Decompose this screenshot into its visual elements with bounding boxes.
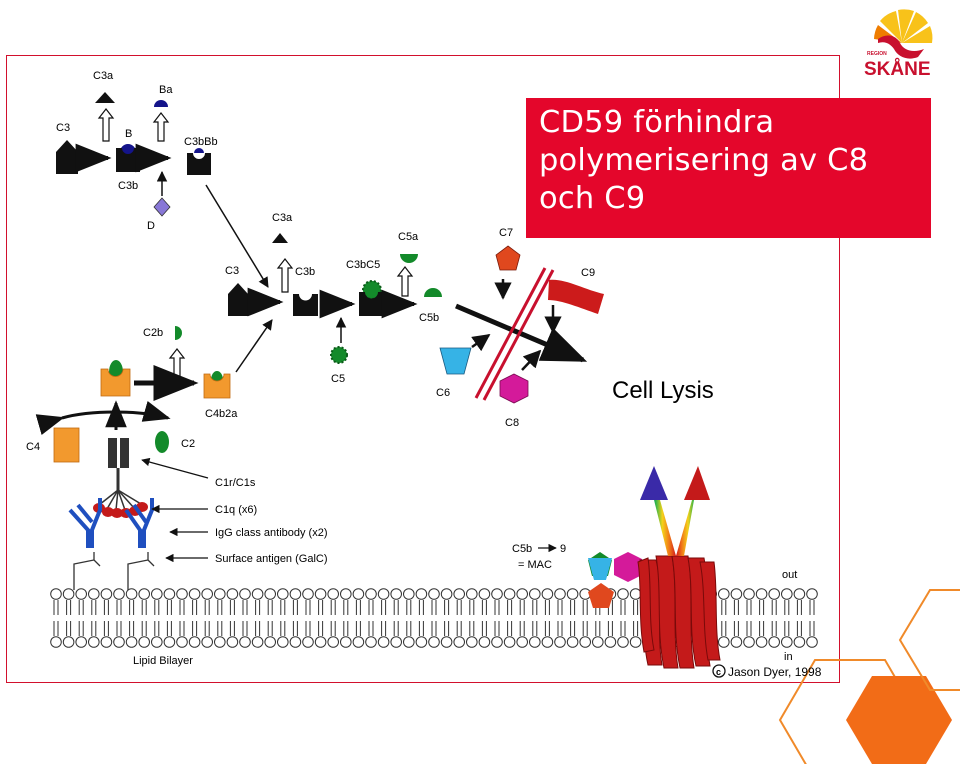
c3-shape-icon xyxy=(56,140,78,174)
up-arrow-icon xyxy=(97,108,115,142)
copyright-credit: c Jason Dyer, 1998 xyxy=(712,664,822,679)
c4-label: C4 xyxy=(26,441,40,453)
c3bbb-label: C3bBb xyxy=(184,136,218,148)
d-label: D xyxy=(147,220,155,232)
callout-line-1: CD59 förhindra xyxy=(539,105,775,140)
classical-pathway: C2b C4b2a C4 C2 xyxy=(26,319,328,590)
copyright-symbol: c xyxy=(716,667,721,677)
up-arrow-icon xyxy=(276,258,294,293)
ba-label: Ba xyxy=(159,84,173,96)
mac-nine-label: 9 xyxy=(560,543,566,555)
mac-pore-icon xyxy=(588,466,721,669)
surface-antigen-label: Surface antigen (GalC) xyxy=(215,553,328,565)
b-label: B xyxy=(125,128,132,140)
callout-line-2: polymerisering av C8 xyxy=(539,143,869,178)
c5-icon xyxy=(330,346,348,364)
c2b-fragment-icon xyxy=(175,326,182,340)
factor-d-icon xyxy=(153,197,171,217)
in-label: in xyxy=(784,651,793,663)
igg-antibody-icon xyxy=(68,498,154,548)
igg-label: IgG class antibody (x2) xyxy=(215,527,328,539)
c3b-cup-icon xyxy=(116,148,140,172)
callout-line-3: och C9 xyxy=(539,181,646,216)
c3a-top-label: C3a xyxy=(93,70,114,82)
c2-label: C2 xyxy=(181,438,195,450)
up-arrow-icon xyxy=(152,112,170,142)
c4b2a-convertase-icon xyxy=(203,373,231,399)
c7-label: C7 xyxy=(499,227,513,239)
up-arrow-icon xyxy=(396,266,414,297)
c2b-label: C2b xyxy=(143,327,163,339)
c9-strip-icon xyxy=(548,279,604,314)
credit-label: Jason Dyer, 1998 xyxy=(728,665,822,679)
c3-top-label: C3 xyxy=(56,122,70,134)
ba-fragment-icon xyxy=(154,100,168,107)
region-skane-logo: REGION SKÅNE xyxy=(864,9,933,80)
c3bbb-convertase-icon xyxy=(187,153,211,175)
c3-shape-icon xyxy=(228,283,248,316)
c5a-fragment-icon xyxy=(400,254,418,263)
c5b-fragment-icon xyxy=(424,288,442,297)
logo-sunburst-icon xyxy=(874,9,933,59)
mac-equals-label: = MAC xyxy=(518,559,552,571)
up-arrow-icon xyxy=(168,348,186,379)
c6-shape-icon xyxy=(439,347,472,375)
c7-pentagon-icon xyxy=(495,245,521,271)
mac-c5b-label: C5b xyxy=(512,543,532,555)
c4-block-icon xyxy=(53,427,80,463)
mac-label-group: C5b 9 = MAC xyxy=(512,543,566,571)
lipid-bilayer-label: Lipid Bilayer xyxy=(133,655,193,667)
c3b-mid-label: C3b xyxy=(295,266,315,278)
c6-label: C6 xyxy=(436,387,450,399)
c4b2a-label: C4b2a xyxy=(205,408,238,420)
c2-icon xyxy=(155,431,169,453)
c3a-triangle-icon xyxy=(95,92,115,103)
c3b-cup-icon xyxy=(293,294,318,316)
lipid-bilayer xyxy=(50,588,818,648)
hexagon-decoration xyxy=(778,589,960,764)
cell-lysis-label: Cell Lysis xyxy=(612,377,714,404)
c3a-triangle-icon xyxy=(272,233,288,243)
c8-hexagon-icon xyxy=(499,373,529,404)
c3a-mid-label: C3a xyxy=(272,212,293,224)
c1q-label: C1q (x6) xyxy=(215,504,257,516)
c9-label: C9 xyxy=(581,267,595,279)
c5a-label: C5a xyxy=(398,231,419,243)
c3bc5-label: C3bC5 xyxy=(346,259,380,271)
out-label: out xyxy=(782,569,797,581)
cd59-callout: CD59 förhindra polymerisering av C8 och … xyxy=(526,98,931,238)
c4b-cup-icon xyxy=(100,368,131,397)
terminal-pathway: C3a C3 C3b C3bC5 C5 C5a C5b C7 xyxy=(225,212,714,429)
c3b-top-label: C3b xyxy=(118,180,138,192)
alternative-pathway: C3a Ba C3 B C3b C3bBb D xyxy=(56,70,269,288)
c3bc5-complex-icon xyxy=(359,292,384,316)
cd59-block-lines xyxy=(474,267,555,401)
c3-mid-label: C3 xyxy=(225,265,239,277)
logo-region-text: REGION xyxy=(867,51,887,57)
c5b-label: C5b xyxy=(419,312,439,324)
c8-label: C8 xyxy=(505,417,519,429)
c5-spiky-icon xyxy=(362,280,382,300)
c5-label: C5 xyxy=(331,373,345,385)
logo-name-text: SKÅNE xyxy=(864,59,931,80)
surface-antigen-icon xyxy=(73,552,155,590)
c1r-c1s-label: C1r/C1s xyxy=(215,477,256,489)
